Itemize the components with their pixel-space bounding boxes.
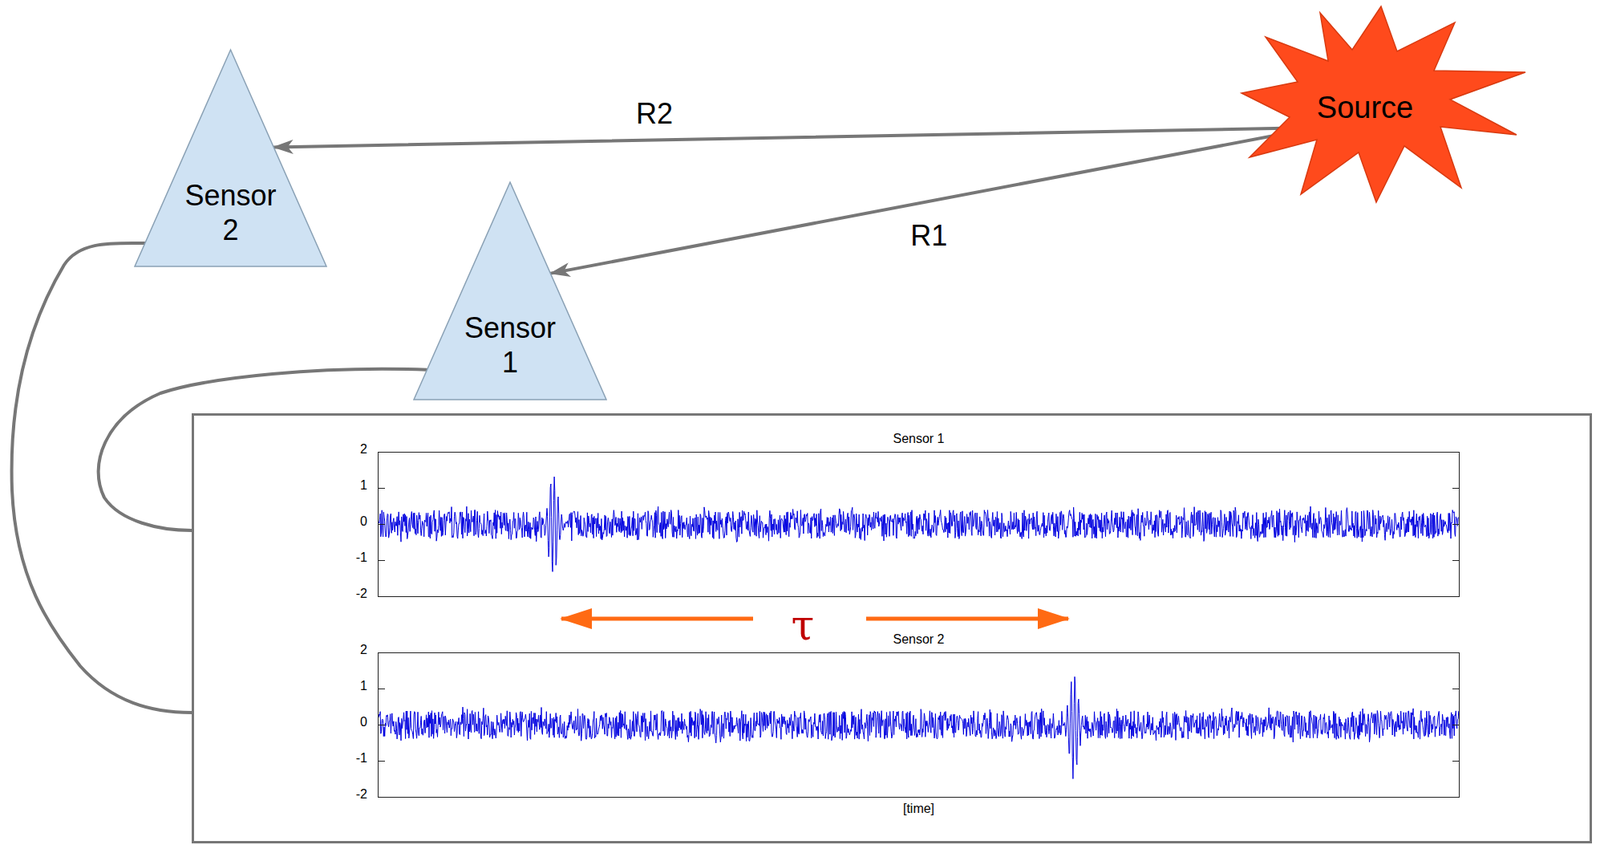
tick-label: -1 (335, 550, 368, 565)
propagation-path (274, 127, 1317, 147)
sensor-label: Sensor 1 (457, 310, 563, 380)
distance-label: R2 (633, 97, 676, 131)
signal-trace (377, 652, 1460, 798)
sensor-triangle: Sensor 2 (133, 48, 328, 268)
tick-label: -2 (335, 786, 368, 802)
signal-trace (377, 451, 1460, 597)
source-label: Source (1316, 90, 1414, 126)
signal-plot: Sensor 1 (377, 429, 1460, 610)
tick-label: -2 (335, 586, 368, 601)
delay-symbol: τ (791, 600, 815, 649)
sensor-cable (12, 243, 192, 713)
sensor-triangle: Sensor 1 (413, 181, 608, 401)
propagation-path (550, 127, 1317, 274)
sensor-label: Sensor 2 (178, 178, 284, 248)
tick-label: 1 (335, 477, 368, 493)
tick-label: 2 (335, 441, 368, 457)
scope-panel: τ Sensor 1 Sensor 2 [time] (191, 413, 1592, 843)
source-starburst: Source (1239, 4, 1529, 204)
plot-title: Sensor 2 (377, 631, 1460, 648)
tick-label: -1 (335, 750, 368, 766)
signal-plot: Sensor 2 [time] (377, 629, 1460, 831)
tick-label: 0 (335, 714, 368, 730)
delay-arrows (194, 415, 1590, 841)
tick-label: 2 (335, 642, 368, 657)
axis-label: [time] (377, 800, 1460, 817)
plot-title: Sensor 1 (377, 430, 1460, 447)
distance-label: R1 (907, 218, 950, 253)
tick-label: 0 (335, 514, 368, 529)
tick-label: 1 (335, 678, 368, 693)
